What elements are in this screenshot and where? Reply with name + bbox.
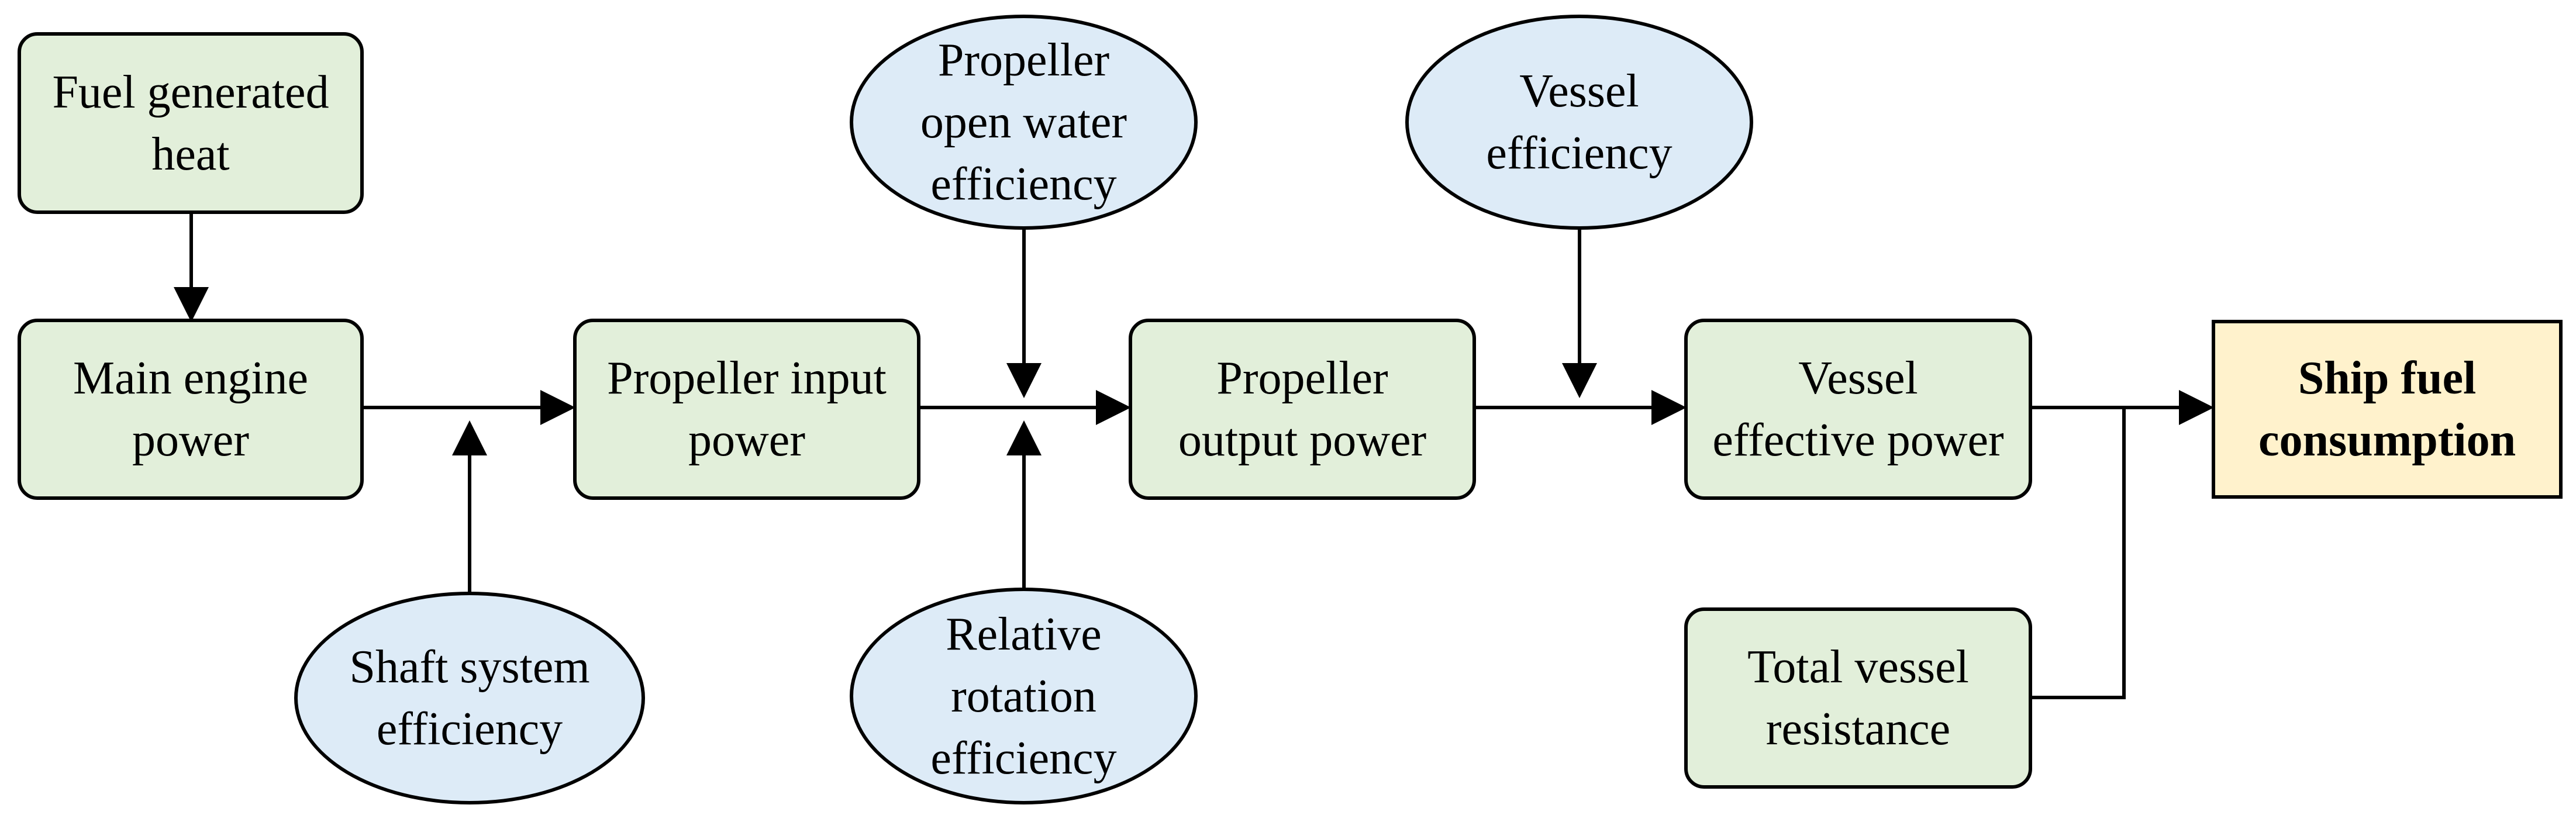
node-label: Propeller output power — [1178, 353, 1427, 466]
factor-relative-rotation-efficiency: Relative rotation efficiency — [850, 588, 1198, 804]
factor-label: Relative rotation efficiency — [930, 608, 1117, 784]
node-label: Main engine power — [73, 353, 309, 466]
node-label: Propeller input power — [607, 353, 887, 466]
node-label: Total vessel resistance — [1747, 641, 1969, 755]
node-label: Vessel effective power — [1712, 353, 2004, 466]
node-ship-fuel-consumption: Ship fuel consumption — [2212, 320, 2563, 499]
factor-label: Shaft system efficiency — [349, 641, 590, 755]
factor-label: Propeller open water efficiency — [920, 34, 1127, 210]
node-main-engine-power: Main engine power — [18, 319, 364, 500]
node-label: Ship fuel consumption — [2258, 353, 2516, 466]
node-fuel-generated-heat: Fuel generated heat — [18, 32, 364, 214]
factor-propeller-open-water-efficiency: Propeller open water efficiency — [850, 15, 1198, 230]
node-label: Fuel generated heat — [52, 66, 329, 180]
node-propeller-input-power: Propeller input power — [573, 319, 920, 500]
node-total-vessel-resistance: Total vessel resistance — [1684, 607, 2032, 789]
factor-vessel-efficiency: Vessel efficiency — [1405, 15, 1753, 230]
factor-label: Vessel efficiency — [1486, 65, 1672, 179]
factor-shaft-system-efficiency: Shaft system efficiency — [294, 592, 645, 804]
connector-resistance — [2031, 407, 2126, 699]
node-propeller-output-power: Propeller output power — [1129, 319, 1476, 500]
node-vessel-effective-power: Vessel effective power — [1684, 319, 2032, 500]
